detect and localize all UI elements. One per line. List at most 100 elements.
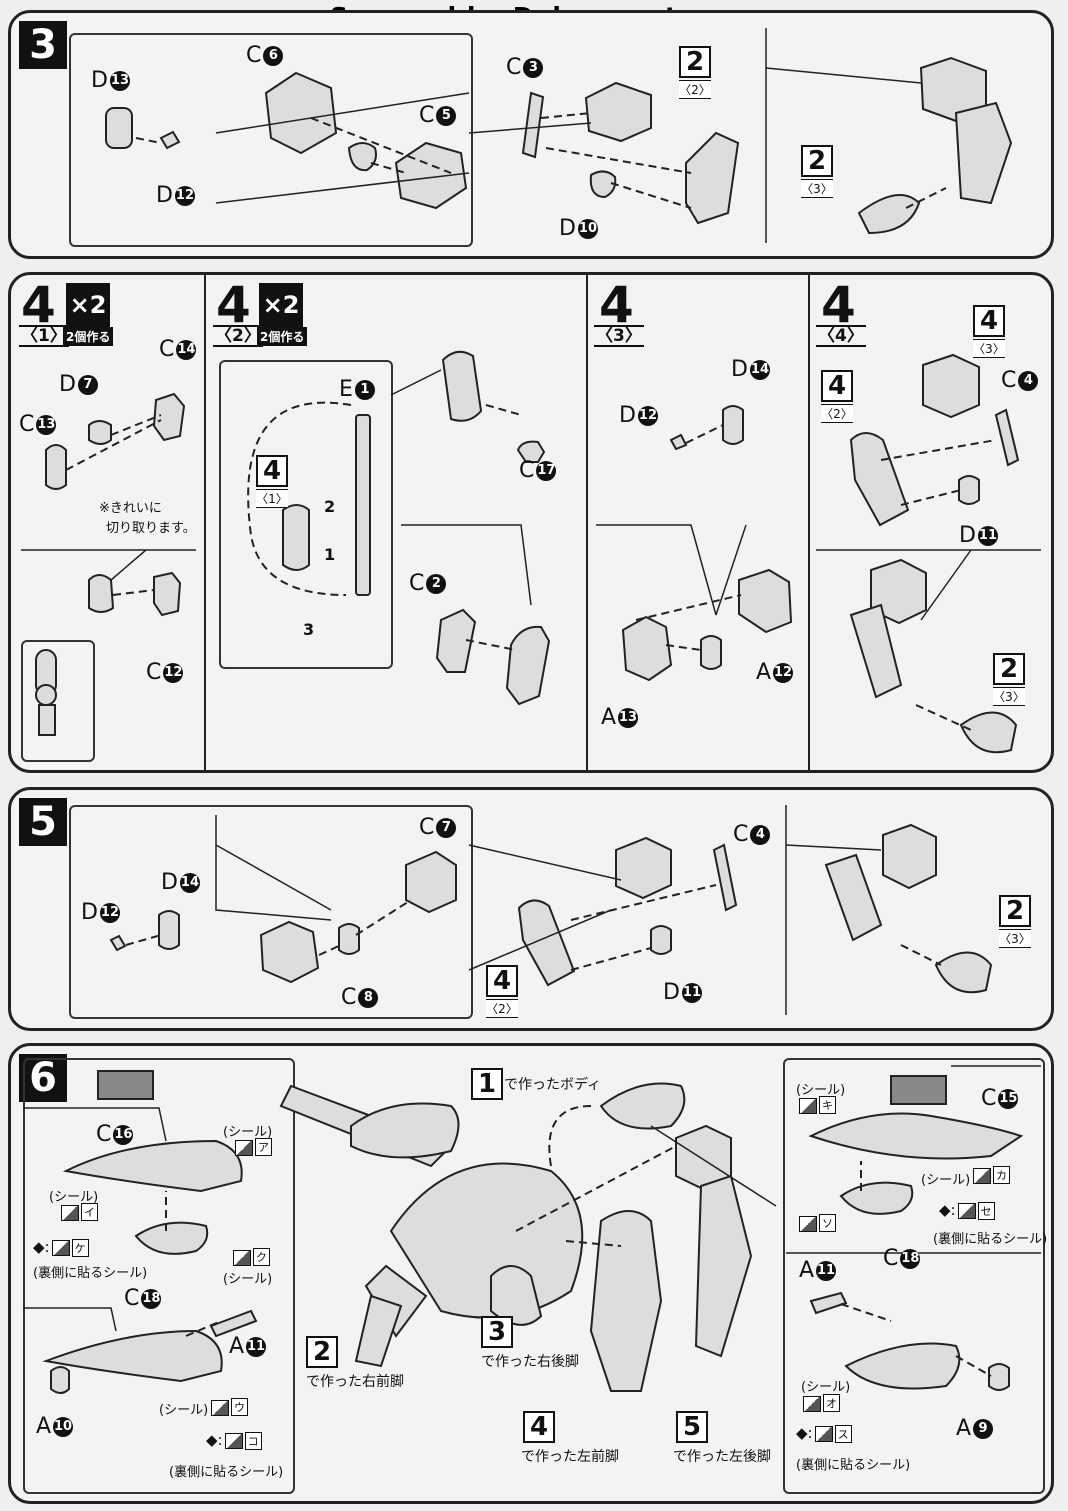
- ref-right-front-leg-text: で作った右前脚: [306, 1374, 404, 1390]
- step-6-panel: 6: [8, 1043, 1054, 1504]
- seal-u: ウ: [209, 1398, 248, 1416]
- back-seal-label: (裏側に貼るシール): [33, 1266, 148, 1281]
- step-4-3-sub: 〈3〉: [594, 325, 644, 347]
- ref-right-rear-leg: 3: [481, 1316, 513, 1348]
- ref-4-2: 4〈2〉: [486, 965, 518, 1018]
- step-number: 5: [19, 798, 67, 846]
- back-seal-label: (裏側に貼るシール): [933, 1232, 1048, 1247]
- step-number: 3: [19, 21, 67, 69]
- step-4-1-sub: 〈1〉: [19, 325, 69, 347]
- make-two-label: 2個作る: [63, 327, 114, 346]
- ref-left-rear-leg-text: で作った左後脚: [673, 1449, 771, 1465]
- seal-label: (シール): [796, 1083, 846, 1098]
- seal-label: (シール): [801, 1380, 851, 1395]
- detail-inset: [219, 360, 393, 669]
- divider: [586, 275, 588, 770]
- step-4-3-number: 4: [599, 276, 634, 334]
- divider: [808, 275, 810, 770]
- divider: [204, 275, 206, 770]
- ref-body: 1: [471, 1068, 503, 1100]
- note-cut-cleanly-2: 切り取ります。: [106, 521, 196, 536]
- seal-label: (シール): [49, 1190, 99, 1205]
- note-cut-cleanly-1: ※きれいに: [99, 501, 162, 516]
- ref-2-2: 2〈2〉: [679, 46, 711, 99]
- seal-so: ソ: [797, 1214, 836, 1232]
- order-marker-3: 3: [303, 620, 315, 639]
- step4-drawing: [21, 350, 1041, 754]
- seal-label: (シール): [223, 1272, 273, 1287]
- seal-ka: カ: [971, 1166, 1010, 1184]
- ref-4-1: 4〈1〉: [256, 455, 288, 508]
- times-two-badge: ×2: [66, 283, 110, 327]
- make-two-label: 2個作る: [257, 327, 308, 346]
- ref-4-3: 4〈3〉: [973, 305, 1005, 358]
- seal-o: オ: [801, 1394, 840, 1412]
- seal-ke: ◆:ケ: [33, 1238, 89, 1257]
- ref-left-rear-leg: 5: [676, 1411, 708, 1443]
- seal-ki: キ: [797, 1096, 836, 1114]
- ref-left-front-leg-text: で作った左前脚: [521, 1449, 619, 1465]
- ref-body-text: で作ったボディ: [504, 1077, 602, 1093]
- left-wing-inset: [23, 1058, 295, 1494]
- order-marker-2: 2: [324, 497, 336, 516]
- ref-2-3: 2〈3〉: [999, 895, 1031, 948]
- order-marker-1: 1: [324, 545, 336, 564]
- step-4-panel: 4 ×2 〈1〉 2個作る 4 ×2 〈2〉 2個作る 4 〈3〉 4 〈4〉: [8, 272, 1054, 773]
- step6-drawing: [23, 1065, 1041, 1394]
- seal-i: イ: [59, 1203, 98, 1221]
- step-4-2-number: 4: [216, 276, 251, 334]
- cut-detail-inset: [21, 640, 95, 762]
- ref-left-front-leg: 4: [523, 1411, 555, 1443]
- seal-label: (シール): [159, 1403, 209, 1418]
- step-4-4-sub: 〈4〉: [816, 325, 866, 347]
- seal-a: ア: [233, 1138, 272, 1156]
- step-4-1-number: 4: [21, 276, 56, 334]
- times-two-badge: ×2: [259, 283, 303, 327]
- seal-ko: ◆:コ: [206, 1431, 262, 1450]
- seal-su: ◆:ス: [796, 1424, 852, 1443]
- seal-label: (シール): [223, 1125, 273, 1140]
- seal-se: ◆:セ: [939, 1201, 995, 1220]
- step-4-4-number: 4: [821, 276, 856, 334]
- detail-inset: [69, 805, 473, 1019]
- ref-right-front-leg: 2: [306, 1336, 338, 1368]
- step3-drawing: [105, 28, 1013, 243]
- step5-drawing: [109, 805, 993, 1015]
- detail-inset: [69, 33, 473, 247]
- seal-label: (シール): [921, 1173, 971, 1188]
- seal-ku: ク: [231, 1248, 270, 1266]
- back-seal-label: (裏側に貼るシール): [169, 1465, 284, 1480]
